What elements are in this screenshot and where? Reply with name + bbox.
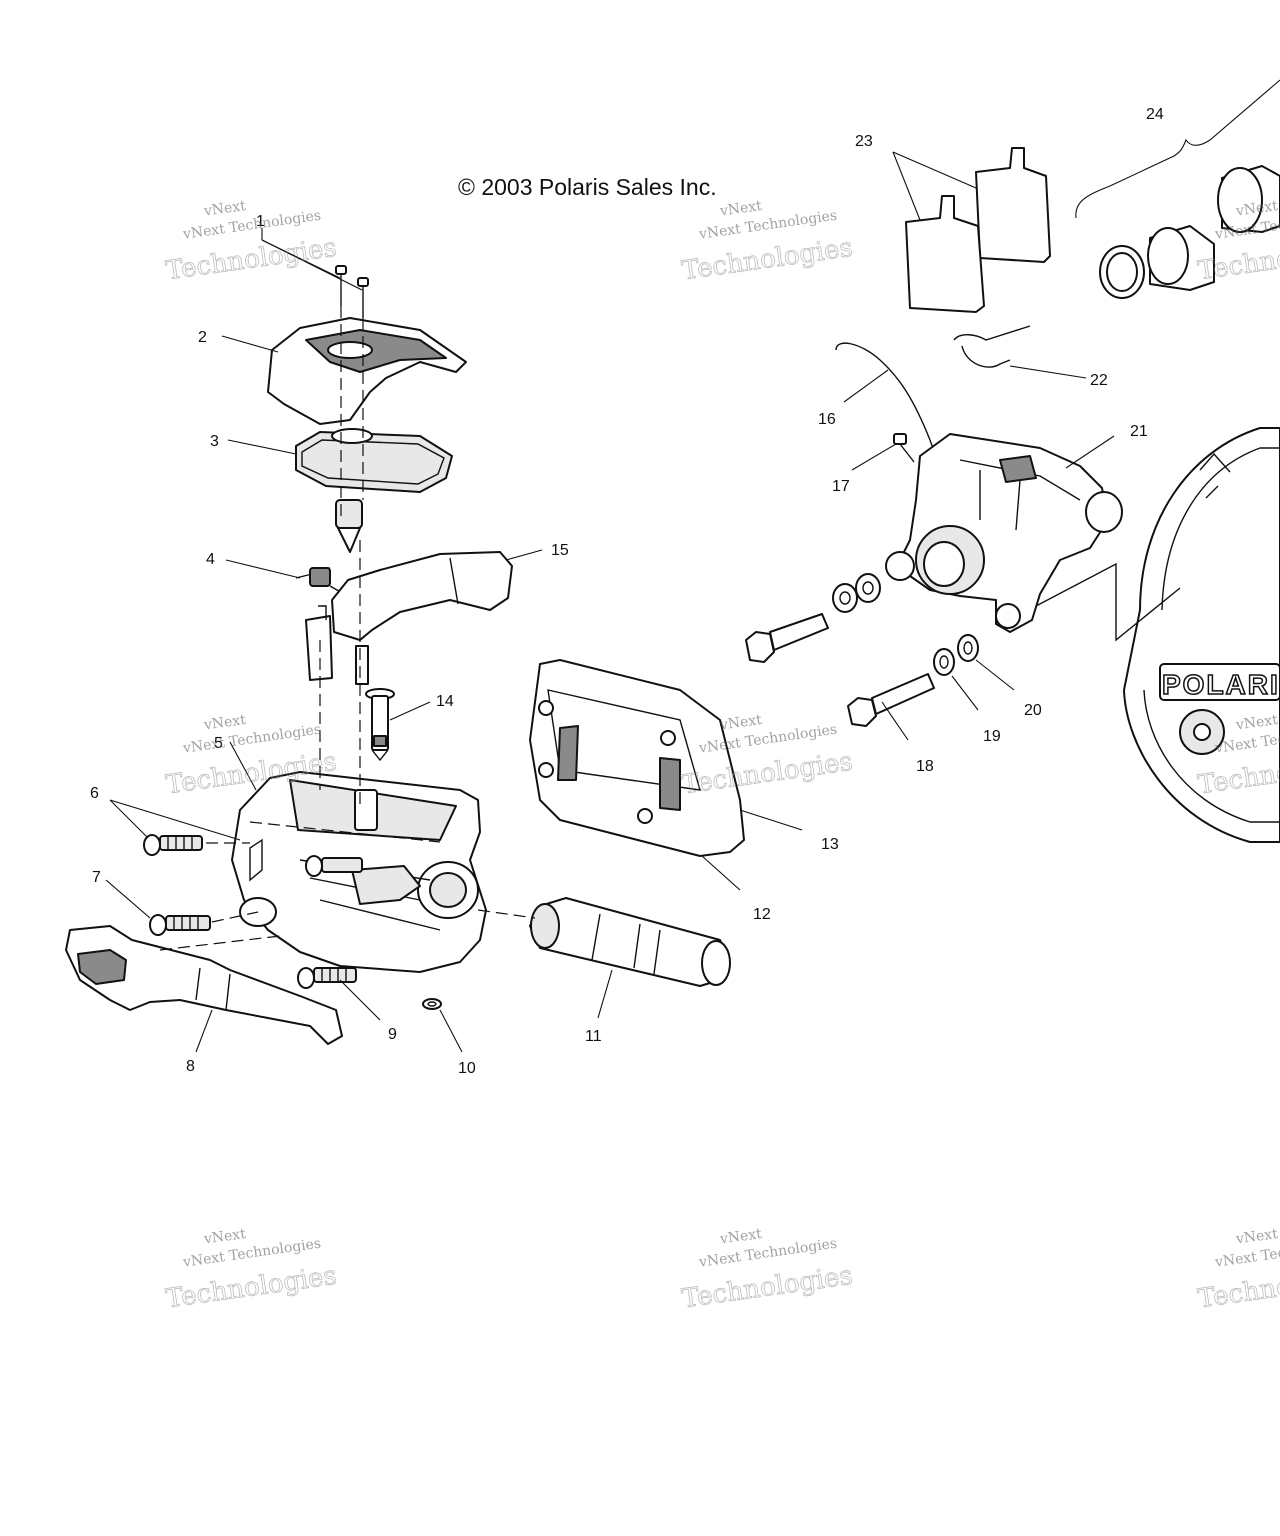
callout-7: 7 (92, 869, 101, 886)
callout-1: 1 (256, 213, 265, 230)
part-21-caliper (885, 433, 1123, 633)
part-9-screw (297, 967, 357, 989)
watermark-9: vNext vNext Technologies Technologies (1196, 1226, 1280, 1315)
part-22-pin (953, 325, 1031, 368)
part-24-bracket (1075, 79, 1280, 219)
svg-text:vNext: vNext (718, 198, 763, 220)
leader-lines (105, 151, 1115, 1053)
break-line (1035, 562, 1181, 642)
callout-9: 9 (388, 1026, 397, 1043)
callout-numbers: 1 2 3 4 5 6 7 8 9 10 11 12 13 14 15 16 1… (90, 106, 1164, 1077)
callout-16: 16 (818, 411, 836, 428)
part-16-brake-line (835, 342, 943, 461)
callout-14: 14 (436, 693, 454, 710)
callout-5: 5 (214, 735, 223, 752)
callout-21: 21 (1130, 423, 1148, 440)
callout-24: 24 (1146, 106, 1164, 123)
svg-text:vNext: vNext (1234, 712, 1279, 734)
svg-text:vNext: vNext (1234, 198, 1279, 220)
part-23-brake-pads (905, 147, 1051, 313)
svg-text:vNext: vNext (1234, 1226, 1279, 1248)
watermark-8: vNext vNext Technologies Technologies (680, 1226, 855, 1315)
part-11-grip-tube (529, 897, 731, 987)
watermark-7: vNext vNext Technologies Technologies (164, 1226, 339, 1315)
part-8-hand-lever (65, 925, 343, 1045)
svg-text:vNext: vNext (718, 1226, 763, 1248)
callout-11: 11 (585, 1028, 602, 1045)
callout-8: 8 (186, 1058, 195, 1075)
part-14-pivot-pin (365, 688, 395, 762)
svg-text:vNext: vNext (202, 1226, 247, 1248)
svg-text:vNext: vNext (718, 712, 763, 734)
body-screw (305, 855, 363, 877)
part-17-bleeder (893, 433, 915, 463)
part-7-screw (149, 914, 211, 936)
part-18-bolt (847, 673, 935, 727)
part-15-lever-arm (305, 551, 513, 685)
callout-10: 10 (458, 1060, 476, 1077)
callout-13: 13 (821, 836, 839, 853)
callout-12: 12 (753, 906, 771, 923)
callout-4: 4 (206, 551, 215, 568)
part-24-pistons (1099, 165, 1280, 299)
part-10-washer (422, 998, 442, 1010)
watermark-1: vNext vNext Technologies Technologies (164, 198, 339, 287)
callout-20: 20 (1024, 702, 1042, 719)
callout-15: 15 (551, 542, 569, 559)
callout-17: 17 (832, 478, 850, 495)
svg-text:vNext: vNext (202, 198, 247, 220)
disc-cover: POLARIS (1123, 427, 1280, 843)
part-12-housing-cover (529, 659, 745, 857)
callout-3: 3 (210, 433, 219, 450)
part-6-screw (143, 834, 203, 856)
callout-6: 6 (90, 785, 99, 802)
part-19-washer (933, 648, 955, 676)
svg-text:Technologies: Technologies (1196, 1261, 1280, 1315)
part-2-cover (267, 317, 467, 425)
part-3-diaphragm (295, 428, 453, 493)
polaris-logo: POLARIS (1162, 669, 1280, 700)
part-20-washer (957, 634, 979, 662)
copyright-text: © 2003 Polaris Sales Inc. (458, 174, 717, 200)
svg-text:vNext: vNext (202, 712, 247, 734)
callout-18: 18 (916, 758, 934, 775)
part-4-spring (295, 567, 345, 595)
bolt-upper-washers (832, 573, 881, 613)
callout-19: 19 (983, 728, 1001, 745)
alignment-lines-left (159, 306, 536, 951)
callout-2: 2 (198, 329, 207, 346)
callout-23: 23 (855, 133, 873, 150)
piston (335, 499, 363, 553)
watermark-2: vNext vNext Technologies Technologies (680, 198, 855, 287)
bolt-upper (745, 613, 829, 663)
callout-22: 22 (1090, 372, 1108, 389)
